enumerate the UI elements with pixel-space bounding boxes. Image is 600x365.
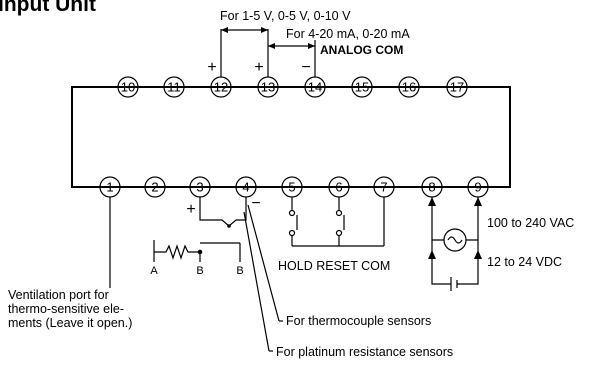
terminal-9-label: 9	[474, 180, 481, 195]
terminal-6-label: 6	[335, 180, 342, 195]
ventilation-label-2: thermo-sensitive ele-	[8, 302, 124, 316]
terminal-3-plus-sign: +	[186, 201, 195, 218]
terminal-15	[351, 76, 373, 98]
platinum-label: For platinum resistance sensors	[276, 345, 453, 359]
terminal-block-outline	[71, 86, 511, 188]
terminal-3-label: 3	[196, 180, 203, 195]
terminal-7-label: 7	[380, 180, 387, 195]
thermocouple-leader-line	[247, 204, 280, 322]
terminal-4-minus-sign: −	[251, 195, 260, 212]
terminal-11-label: 11	[167, 80, 181, 95]
terminal-2	[144, 176, 166, 198]
ventilation-label-3: ments (Leave it open.)	[8, 316, 132, 330]
diagram-title: Input Unit	[0, 0, 96, 16]
platinum-leader-line	[243, 211, 270, 352]
terminal-4-label: 4	[242, 180, 249, 195]
terminal-14-minus-sign: −	[301, 59, 310, 76]
terminal-17-label: 17	[450, 80, 464, 95]
terminal-10-label: 10	[121, 80, 135, 95]
terminal-10	[117, 76, 139, 98]
rtd-sensor	[153, 240, 241, 262]
terminal-13-plus-sign: +	[254, 59, 263, 76]
thermocouple-wiring	[199, 197, 247, 228]
terminal-12-plus-sign: +	[207, 59, 216, 76]
terminal-5-label: 5	[288, 180, 295, 195]
voltage-range-label: For 1-5 V, 0-5 V, 0-10 V	[220, 9, 351, 23]
terminal-16-label: 16	[402, 80, 416, 95]
rtd-terminal-a: A	[150, 265, 158, 277]
analog-input-wiring	[220, 27, 316, 77]
rtd-terminal-b2: B	[236, 265, 243, 277]
ac-supply-label: 100 to 240 VAC	[487, 216, 574, 230]
terminal-11	[163, 76, 185, 98]
hold-reset-com-label: HOLD RESET COM	[278, 259, 390, 273]
terminal-2-label: 2	[151, 180, 158, 195]
power-supply-wiring	[428, 197, 482, 291]
hold-reset-switches	[288, 197, 385, 247]
terminal-1-label: 1	[106, 180, 113, 195]
terminal-17	[446, 76, 468, 98]
terminal-12-label: 12	[214, 80, 228, 95]
terminal-15-label: 15	[355, 80, 369, 95]
analog-com-label: ANALOG COM	[320, 43, 403, 57]
terminal-8-label: 8	[428, 180, 435, 195]
terminal-13-label: 13	[261, 80, 275, 95]
rtd-terminal-b1: B	[196, 265, 203, 277]
terminal-14-label: 14	[308, 80, 322, 95]
thermocouple-label: For thermocouple sensors	[286, 314, 431, 328]
dc-supply-label: 12 to 24 VDC	[487, 255, 562, 269]
top-terminal-row: 10 11 12 13 14 15 16 17	[117, 76, 468, 98]
bottom-terminal-row: 1 2 3 4 5 6 7 8 9	[99, 176, 489, 198]
current-range-label: For 4-20 mA, 0-20 mA	[286, 27, 410, 41]
terminal-16	[398, 76, 420, 98]
ventilation-label-1: Ventilation port for	[8, 288, 109, 302]
